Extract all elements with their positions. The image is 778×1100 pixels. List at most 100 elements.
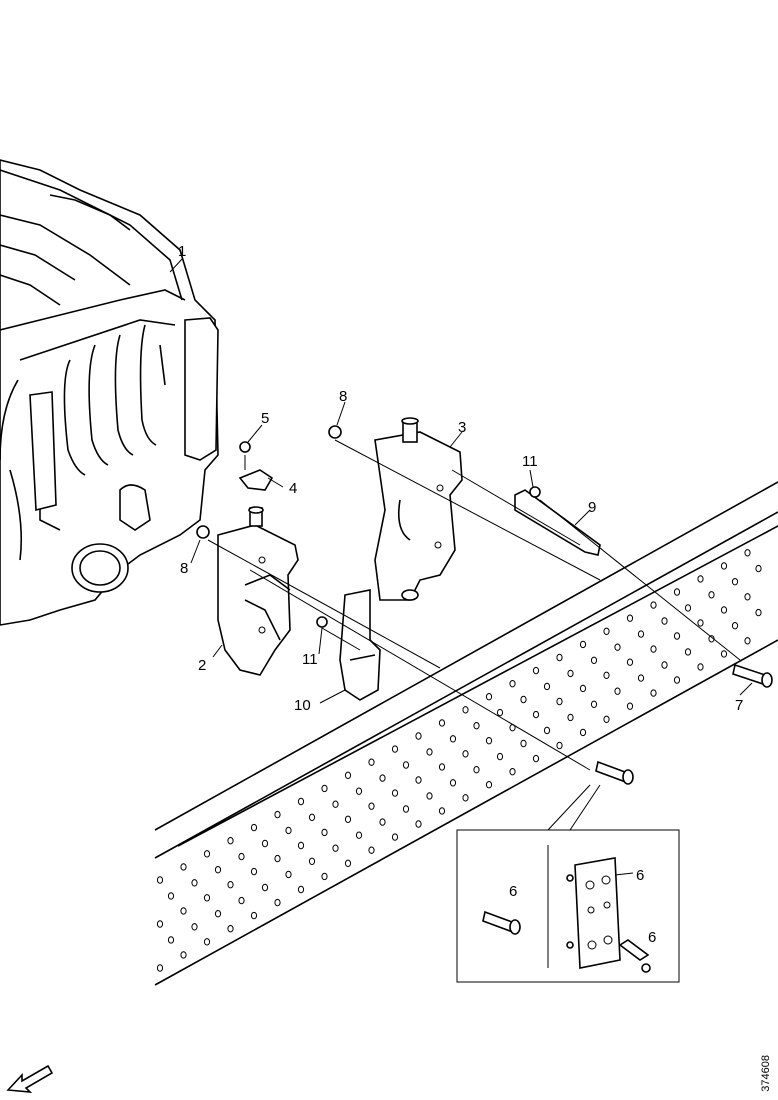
bolt-part-6-rail: [595, 760, 634, 785]
rail-hole: [332, 800, 339, 808]
rail-hole: [650, 601, 657, 609]
rail-hole: [274, 898, 281, 907]
rail-hole: [590, 700, 598, 708]
rail-hole: [203, 894, 211, 902]
clamp-part-4: [238, 469, 274, 491]
rail-hole: [156, 964, 164, 972]
rail-hole: [402, 761, 410, 769]
callout-6-inset-bolt: 6: [509, 883, 517, 900]
callout-8-lower: 8: [180, 560, 188, 577]
rail-hole: [261, 839, 269, 848]
rail-hole: [438, 763, 446, 771]
nut-part-11a: [316, 616, 328, 628]
callout-11-left: 11: [302, 651, 318, 668]
rail-hole: [556, 697, 563, 706]
rail-hole: [579, 728, 587, 737]
rail-hole: [321, 784, 328, 793]
rail-hole: [250, 823, 258, 832]
inset-detail-box: [456, 784, 680, 983]
rail-hole: [496, 752, 504, 761]
muffler-unit: [0, 159, 219, 626]
rail-hole: [250, 911, 258, 920]
rail-hole: [485, 737, 493, 745]
rail-hole: [344, 859, 352, 867]
rail-hole: [274, 854, 281, 863]
rail-hole: [449, 735, 457, 743]
rail-hole: [720, 606, 728, 614]
rail-hole: [391, 833, 399, 841]
rail-hole: [509, 680, 516, 688]
rail-hole: [673, 632, 681, 640]
rail-hole: [556, 741, 563, 750]
rail-hole: [297, 885, 305, 894]
rail-hole: [297, 841, 305, 850]
rail-hole: [462, 750, 469, 758]
rail-hole: [543, 726, 551, 735]
nut-part-8a: [328, 425, 342, 439]
rail-hole: [708, 591, 715, 599]
assembly-lines: [207, 439, 741, 771]
rail-hole: [227, 925, 234, 933]
rail-hole: [191, 879, 198, 887]
rail-hole: [731, 578, 739, 586]
rail-hole: [603, 671, 610, 679]
rail-hole: [167, 936, 175, 944]
rail-hole: [238, 852, 245, 861]
rail-hole: [274, 810, 281, 819]
nut-part-11b: [529, 486, 541, 498]
rail-hole: [156, 876, 164, 884]
bracket-right: [374, 417, 463, 601]
rail-hole: [261, 883, 269, 892]
rail-hole: [344, 771, 352, 779]
rail-hole: [462, 706, 469, 714]
rail-hole: [532, 754, 540, 763]
rail-hole: [720, 650, 728, 658]
rail-hole: [297, 797, 305, 806]
rail-hole: [438, 807, 446, 815]
frame-rail: [154, 481, 778, 986]
rail-hole: [321, 828, 328, 837]
clip-part-10: [339, 589, 381, 701]
bolt-part-7: [732, 663, 773, 688]
rail-hole: [650, 689, 657, 697]
callout-10: 10: [294, 697, 311, 714]
rail-hole: [391, 745, 399, 753]
direction-arrow-icon: [6, 1064, 54, 1093]
rail-hole: [485, 693, 493, 701]
rail-hole: [415, 820, 422, 828]
rail-hole: [637, 630, 645, 638]
rail-hole: [697, 619, 704, 627]
rail-hole: [720, 562, 728, 570]
rail-hole: [438, 719, 446, 727]
document-number: 374608: [760, 1055, 772, 1092]
rail-hole: [755, 608, 762, 617]
rail-hole: [285, 826, 292, 835]
rail-hole: [532, 710, 540, 719]
rail-hole: [744, 593, 751, 601]
rail-hole: [227, 837, 234, 845]
rail-hole: [626, 658, 634, 666]
rail-hole: [509, 768, 516, 776]
rail-hole: [520, 695, 527, 704]
callout-7: 7: [735, 697, 743, 714]
rail-hole: [650, 645, 657, 653]
rail-hole: [520, 739, 527, 748]
nut-part-8b: [196, 525, 210, 539]
rail-hole: [285, 870, 292, 879]
rail-hole: [402, 805, 410, 813]
rail-hole: [180, 863, 187, 871]
rail-hole: [379, 818, 386, 826]
rail-hole: [744, 549, 751, 557]
rail-hole: [462, 794, 469, 802]
rail-hole: [426, 792, 433, 800]
rail-hole: [673, 588, 681, 596]
callout-6-inset-plate: 6: [636, 867, 644, 884]
rail-hole: [238, 896, 245, 905]
callout-8-upper: 8: [339, 388, 347, 405]
rail-hole: [308, 813, 316, 821]
nut-part-5: [239, 441, 251, 453]
rail-hole: [603, 627, 610, 635]
rail-hole: [590, 656, 598, 664]
callout-leaders: [169, 257, 753, 704]
